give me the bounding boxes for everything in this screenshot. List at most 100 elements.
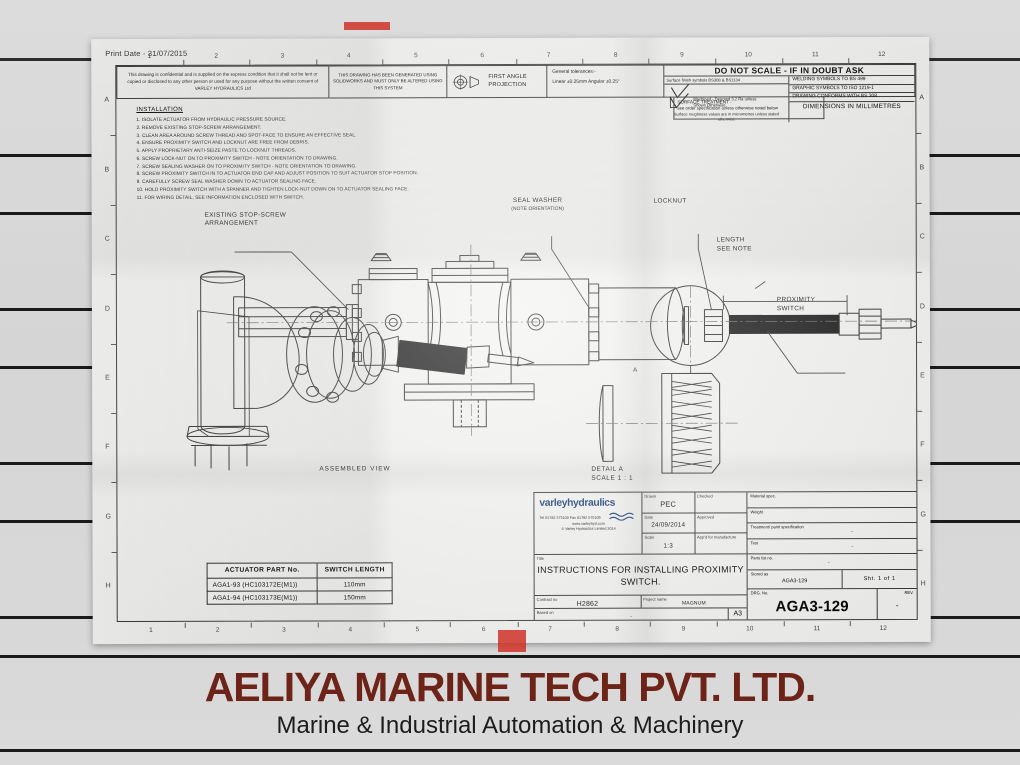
weight-label: Weight (750, 508, 764, 514)
callout-seal-washer-text: SEAL WASHER (512, 196, 563, 204)
signoff-cells: Drawn PEC Checked Date 24/09/2014 (642, 492, 747, 554)
detail-a-scale: SCALE 1 : 1 (591, 474, 634, 482)
callout-assembled-view: ASSEMBLED VIEW (319, 465, 391, 473)
callout-proximity-switch: PROXIMITY SWITCH (777, 296, 837, 314)
date-cell: Date 24/09/2014 (642, 513, 696, 534)
detail-a-title: DETAIL A (591, 465, 624, 473)
stored-as-row: Stored as AGA3-129 Sht. 1 of 1 (747, 569, 917, 589)
col-header-switch-length: SWITCH LENGTH (317, 562, 393, 579)
detail-a-marker: A (633, 367, 638, 374)
solidworks-text: THIS DRAWING HAS BEEN GENERATED USING SO… (333, 71, 443, 91)
drawing-number-row: DRG. No. AGA3-129 REV. - (748, 588, 917, 620)
drawing-header-strip: This drawing is confidential and is supp… (116, 63, 916, 123)
banner-rule-top (0, 655, 1020, 658)
treatment-value: - (851, 528, 854, 535)
callout-existing-stop-screw: EXISTING STOP-SCREW ARRANGEMENT (205, 211, 325, 227)
contract-value: H2862 (576, 600, 599, 608)
appd-cell: App'd for manufacture (695, 534, 747, 554)
test-cell: Test - (747, 538, 917, 555)
drawn-row: Drawn PEC Checked (642, 492, 747, 514)
checked-cell: Checked (695, 492, 747, 512)
logo-text: varleyhydraulics (539, 498, 637, 509)
scale-value: 1:3 (663, 542, 674, 550)
company-logo: varleyhydraulics Tel 01782 575100 Fax 01… (534, 492, 643, 554)
first-angle-projection-icon (452, 73, 479, 90)
treatment-label: Treatment/ paint specification (750, 524, 804, 530)
hex-fitting-left (370, 253, 392, 262)
welding-standard: WELDING SYMBOLS TO BS 499 (789, 75, 915, 85)
company-copyright: © Varley Hydraulics Limited 2014 (561, 526, 616, 531)
frame-right-ruler: A B C D E F G H (916, 64, 931, 619)
banner-title: AELIYA MARINE TECH PVT. LTD. (204, 664, 817, 710)
drawing-sheet: Print Date - 31/07/2015 1 2 3 4 5 6 7 8 … (91, 36, 931, 645)
callout-seal-washer: SEAL WASHER (NOTE ORIENTATION) (483, 197, 593, 213)
callout-seal-washer-note: (NOTE ORIENTATION) (511, 206, 565, 212)
detail-a-circle (650, 285, 731, 366)
treatment-cell: Treatment/ paint specification - (747, 522, 917, 539)
stored-label: Stored as (750, 570, 769, 576)
frame-top-ruler: 1 2 3 4 5 6 7 8 9 10 11 12 (116, 51, 915, 65)
tape-mark-top (344, 22, 390, 30)
rev-label: REV. (904, 589, 914, 595)
title-and-contract: Title INSTRUCTIONS FOR INSTALLING PROXIM… (534, 554, 747, 620)
drawing-number-cell: DRG. No. AGA3-129 (748, 589, 877, 620)
stored-value: AGA3-129 (782, 577, 808, 584)
contract-row: Contract no H2862 Project name MAGNUM (534, 595, 747, 609)
callout-length-text: LENGTH (716, 236, 745, 244)
revision-cell: REV. - (876, 588, 917, 620)
material-spec-cell: Material spec. (747, 491, 917, 508)
checked-label: Checked (696, 493, 713, 499)
drawing-title-value: INSTRUCTIONS FOR INSTALLING PROXIMITY SW… (537, 564, 744, 587)
cell-part-no: AGA1-94 (HC103173E(M1)) (207, 591, 318, 605)
drg-label: DRG. No. (750, 589, 769, 595)
rev-value: - (895, 601, 899, 611)
project-cell: Project name MAGNUM (641, 595, 747, 607)
logo-hydraulics: hydraulics (567, 497, 616, 509)
approved-cell: Approved (695, 513, 747, 533)
tolerances-value: Linear ±0.25mm Angular ±0.25° (552, 79, 620, 85)
frame-left-ruler: A B C D E F G H (101, 66, 117, 621)
installation-notes: INSTALLATION 1. ISOLATE ACTUATOR FROM HY… (136, 106, 466, 202)
sheet-size-cell: A3 (727, 608, 747, 620)
callout-leaders (234, 233, 846, 374)
appd-label: App'd for manufacture (697, 534, 737, 540)
parts-list-value: - (827, 559, 830, 566)
based-on-cell: Based on - (535, 608, 728, 620)
based-on-value: - (630, 613, 633, 620)
based-on-row: Based on - A3 (535, 608, 747, 620)
based-on-label: Based on (536, 609, 554, 615)
actuator-body-right (510, 252, 600, 366)
actuator-parts-table: ACTUATOR PART No. SWITCH LENGTH AGA1-93 … (206, 562, 393, 605)
projection-symbol-box: FIRST ANGLE PROJECTION (447, 64, 548, 99)
wave-icon (609, 512, 634, 521)
assembled-isometric-view (186, 270, 535, 471)
contract-cell: Contract no H2862 (534, 595, 642, 608)
installation-heading: INSTALLATION (136, 106, 183, 113)
callout-see-note-text: SEE NOTE (716, 245, 752, 253)
stop-screw-view (238, 304, 359, 340)
test-value: - (851, 544, 854, 551)
projection-label: FIRST ANGLE PROJECTION (488, 73, 527, 88)
tolerances-title: General tolerances:- (552, 69, 596, 75)
drawn-value: PEC (660, 499, 677, 509)
banner-rule-bottom (0, 749, 1020, 752)
surface-treatment-body: see order specification unless otherwise… (677, 105, 778, 111)
detail-a-enlarged (598, 372, 721, 474)
material-label: Material spec. (750, 493, 776, 499)
actuator-central-housing (403, 254, 535, 428)
drawing-frame: 1 2 3 4 5 6 7 8 9 10 11 12 1 2 3 4 5 6 7… (104, 51, 926, 634)
title-label: Title (536, 555, 544, 561)
installation-steps-list: 1. ISOLATE ACTUATOR FROM HYDRAULIC PRESS… (136, 116, 466, 202)
table-row: AGA1-93 (HC103172E(M1)) 110mm (207, 577, 393, 592)
surface-finish-box: Surface finish symbols BS308 & BS1134 Ma… (664, 76, 790, 123)
parts-list-label: Parts list no. (750, 555, 774, 561)
centre-lines (226, 244, 917, 439)
logo-varley: varley (539, 497, 568, 509)
machined-denoted-block: Machined - Denoted 3.2 Ra unless Shown O… (664, 84, 788, 110)
title-block: varleyhydraulics Tel 01782 575100 Fax 01… (533, 490, 917, 620)
project-value: MAGNUM (681, 600, 706, 607)
banner-subtitle: Marine & Industrial Automation & Machine… (276, 712, 744, 739)
callout-length: LENGTH SEE NOTE (717, 236, 752, 254)
callout-locknut: LOCKNUT (654, 198, 687, 206)
table-header-row: ACTUATOR PART No. SWITCH LENGTH (207, 562, 393, 579)
